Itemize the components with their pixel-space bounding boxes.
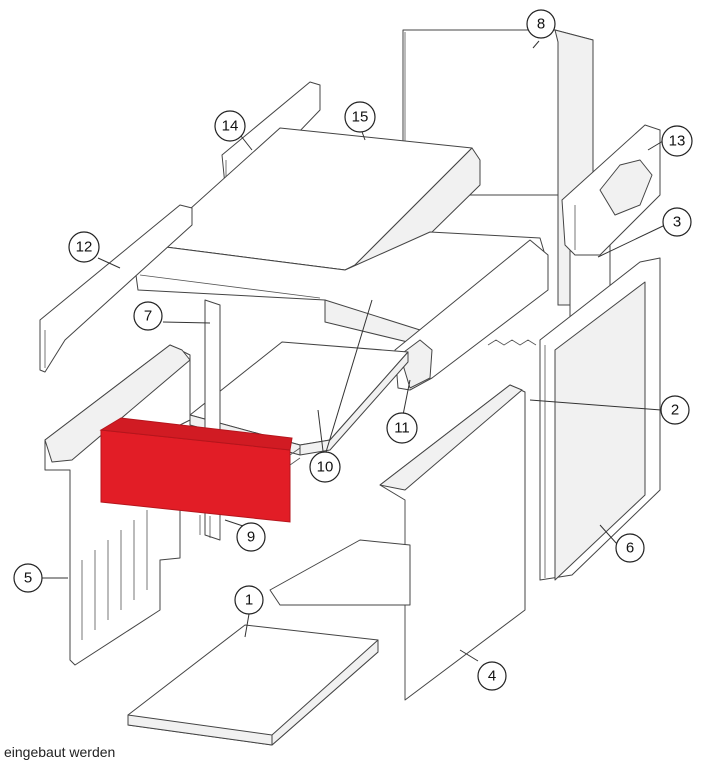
callout-2: 2 [660, 395, 690, 425]
callout-14: 14 [214, 110, 246, 142]
part-12-left-rail [39, 204, 193, 373]
callout-3: 3 [662, 207, 692, 237]
part-11-middle-rail [394, 239, 549, 391]
callout-13-label: 13 [669, 133, 686, 150]
callout-6-label: 6 [626, 540, 634, 557]
callout-4: 4 [477, 661, 507, 691]
callout-12-label: 12 [76, 239, 93, 256]
callout-3-label: 3 [673, 214, 681, 231]
footer-caption: l eingebaut werden [0, 744, 116, 760]
callout-6: 6 [615, 533, 645, 563]
callout-8-label: 8 [537, 16, 545, 33]
callout-9: 9 [236, 522, 266, 552]
callout-1: 1 [234, 585, 264, 615]
callout-9-label: 9 [247, 529, 255, 546]
part-13-right-rail [561, 124, 661, 256]
part-1-floor-upper [269, 539, 411, 606]
callout-10-label: 10 [317, 459, 334, 476]
part-7-deflector [134, 231, 549, 346]
callout-4-label: 4 [488, 668, 496, 685]
part-4-front-right-plate [379, 384, 526, 701]
callout-11-label: 11 [394, 420, 410, 437]
callout-15-label: 15 [352, 109, 369, 126]
callout-10: 10 [309, 451, 341, 483]
callout-14-label: 14 [222, 118, 239, 135]
callout-1-label: 1 [245, 592, 253, 609]
rib-detail [487, 339, 537, 346]
red-brick-top [99, 417, 293, 451]
part-9-highlighted-brick [99, 417, 301, 540]
callout-7-label: 7 [144, 308, 152, 325]
part-2-right-side-plate [539, 257, 661, 581]
callout-12: 12 [68, 231, 100, 263]
callout-5: 5 [13, 563, 43, 593]
leader-lines [42, 40, 664, 662]
callout-13: 13 [661, 125, 693, 157]
part-1-bottom-plate [127, 624, 379, 746]
callout-11: 11 [386, 412, 418, 444]
callout-15: 15 [344, 101, 376, 133]
callout-7: 7 [133, 301, 163, 331]
callout-8: 8 [526, 9, 556, 39]
callout-2-label: 2 [671, 402, 679, 419]
callout-5-label: 5 [24, 570, 32, 587]
